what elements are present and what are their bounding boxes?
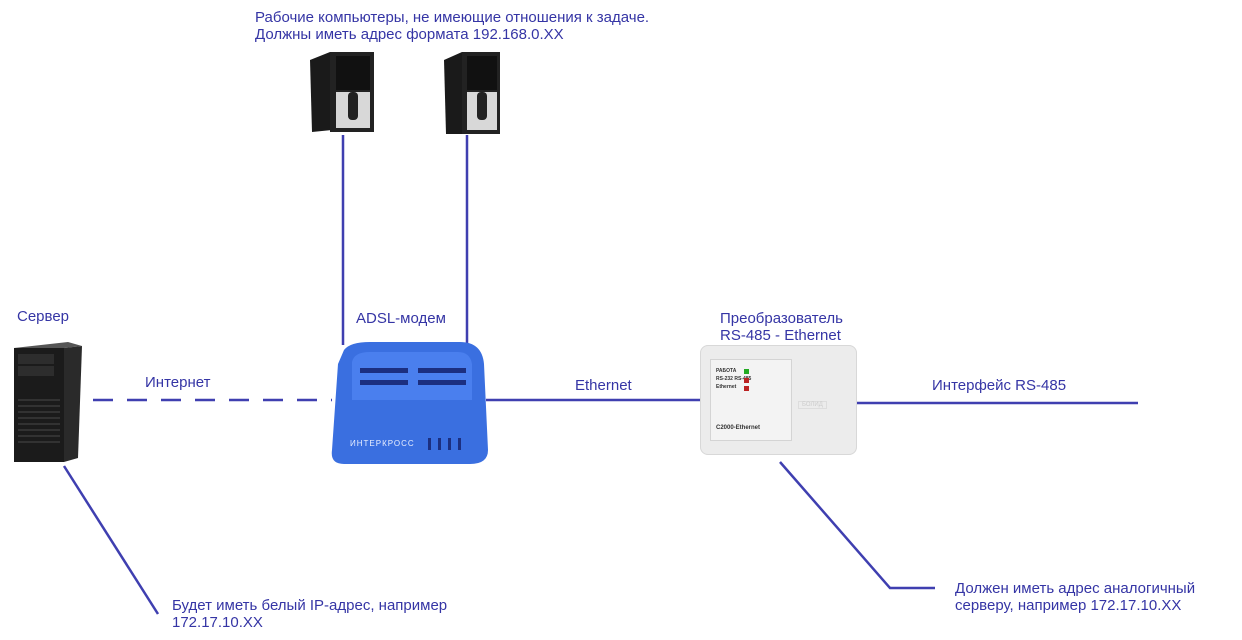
led-work-label: РАБОТА	[716, 368, 737, 374]
workstation-1-icon	[310, 52, 374, 132]
led-red	[744, 386, 749, 391]
converter-note-line-2: серверу, например 172.17.10.XX	[955, 597, 1182, 614]
server-note: Будет иметь белый IP-адрес, например 172…	[172, 597, 447, 631]
converter-panel	[710, 359, 792, 441]
server-label: Сервер	[17, 308, 70, 325]
rs485-label: Интерфейс RS-485	[932, 377, 1067, 394]
converter-label: Преобразователь RS-485 - Ethernet	[720, 310, 843, 344]
workstations-note-line-1: Рабочие компьютеры, не имеющие отношения…	[255, 9, 650, 26]
converter-note-pointer	[779, 461, 935, 590]
led-red	[744, 378, 749, 383]
rs485-ethernet-converter: РАБОТА RS-232 RS-485 Ethernet C2000-Ethe…	[700, 345, 857, 455]
converter-note-line-1: Должен иметь адрес аналогичный	[955, 580, 1196, 597]
modem-label: ADSL-модем	[356, 310, 446, 327]
led-green	[744, 369, 749, 374]
server-note-pointer	[62, 465, 160, 615]
converter-note: Должен иметь адрес аналогичный серверу, …	[955, 580, 1195, 614]
server-note-line-2: 172.17.10.XX	[172, 614, 263, 631]
led-ethernet-label: Ethernet	[716, 384, 737, 390]
workstations-note-line-2: Должны иметь адрес формата 192.168.0.XX	[255, 26, 564, 43]
adsl-modem: ИНТЕРКРОСС	[330, 340, 488, 465]
led-rs-label: RS-232 RS-485	[716, 376, 752, 382]
server-icon	[14, 342, 82, 462]
converter-brand: БОЛИД	[798, 401, 827, 409]
modem-icon	[331, 342, 488, 464]
workstation-2-icon	[444, 52, 500, 134]
internet-label: Интернет	[145, 374, 211, 391]
workstations-note: Рабочие компьютеры, не имеющие отношения…	[255, 9, 649, 43]
converter-leds: РАБОТА RS-232 RS-485 Ethernet	[716, 367, 751, 391]
server-note-line-1: Будет иметь белый IP-адрес, например	[172, 597, 448, 614]
converter-label-line-2: RS-485 - Ethernet	[720, 327, 841, 344]
modem-brand: ИНТЕРКРОСС	[350, 439, 415, 448]
converter-label-line-1: Преобразователь	[720, 310, 843, 327]
converter-model: C2000-Ethernet	[716, 425, 761, 431]
ethernet-label: Ethernet	[575, 377, 632, 394]
